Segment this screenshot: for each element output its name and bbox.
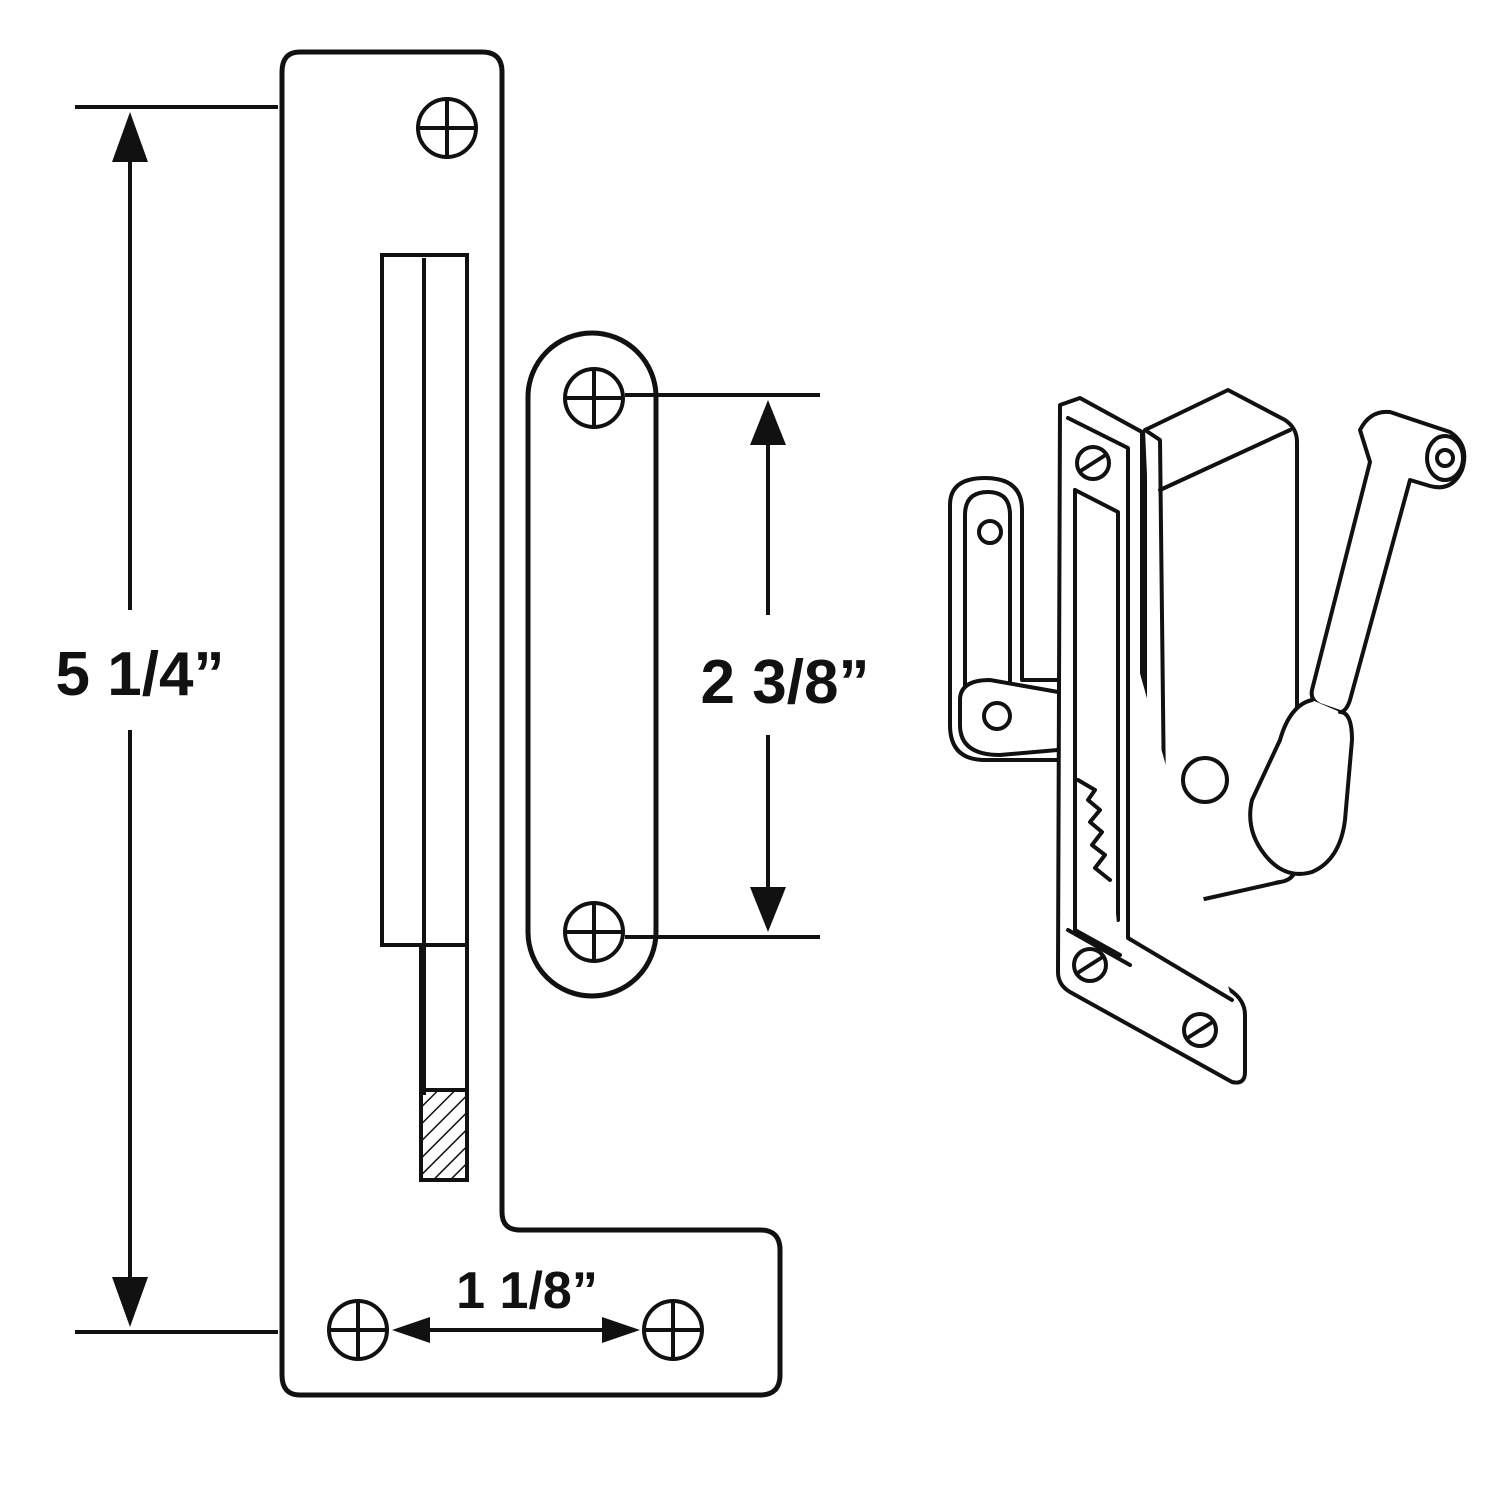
link-hole-bottom-icon bbox=[563, 901, 625, 963]
hatched-stop bbox=[419, 1088, 469, 1182]
hole-spacing-vertical-dimension bbox=[625, 393, 820, 939]
link-hole-top-icon bbox=[563, 367, 625, 429]
height-dimension-label: 5 1/4” bbox=[56, 640, 225, 709]
screw-hole-top-icon bbox=[416, 97, 478, 159]
slot-channel bbox=[380, 253, 469, 1182]
hole-spacing-vertical-label: 2 3/8” bbox=[701, 648, 870, 717]
link-plate bbox=[525, 330, 659, 999]
hole-spacing-horizontal-label: 1 1/8” bbox=[456, 1262, 598, 1320]
screw-hole-bottom-right-icon bbox=[642, 1299, 704, 1361]
screw-hole-bottom-left-icon bbox=[327, 1299, 389, 1361]
height-dimension bbox=[75, 105, 278, 1334]
hole-spacing-horizontal-dimension bbox=[392, 1317, 640, 1343]
operator-illustration bbox=[948, 388, 1467, 1085]
main-plate bbox=[279, 49, 783, 1398]
